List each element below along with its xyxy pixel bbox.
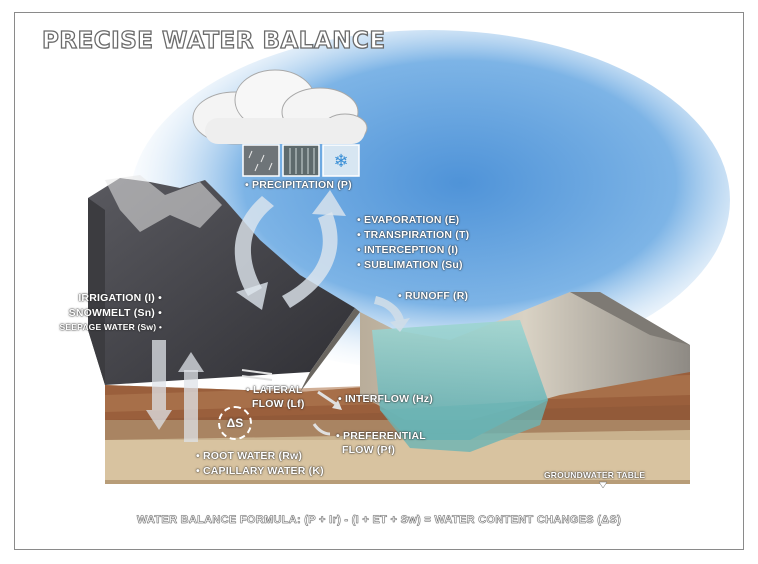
lateral-flow-arrow <box>241 369 273 381</box>
heavy-rain-icon <box>282 144 320 177</box>
river <box>372 320 548 452</box>
label-lateral-flow-line2: FLOW (Lf) <box>252 398 305 410</box>
label-groundwater-table: GROUNDWATER TABLE <box>544 470 646 480</box>
runoff-arrow <box>374 296 410 332</box>
delta-s-symbol: ΔS <box>218 406 252 440</box>
label-seepage-water: SEEPAGE WATER (Sw) • <box>59 322 162 332</box>
label-preferential-flow-line1: • PREFERENTIAL <box>336 430 426 442</box>
label-evaporation: • EVAPORATION (E) <box>357 214 460 226</box>
label-snowmelt: SNOWMELT (Sn) • <box>68 307 162 319</box>
label-transpiration: • TRANSPIRATION (T) <box>357 229 470 241</box>
evaporation-arrow <box>282 190 346 308</box>
cloud <box>192 69 368 145</box>
label-capillary-water: • CAPILLARY WATER (K) <box>196 465 324 477</box>
mountain <box>88 175 360 392</box>
label-irrigation: IRRIGATION (I) • <box>78 292 162 304</box>
diagram-title: PRECISE WATER BALANCE <box>41 27 386 54</box>
svg-text:❄: ❄ <box>333 151 348 172</box>
label-precipitation: • PRECIPITATION (P) <box>245 179 352 191</box>
rain-icon <box>242 144 280 177</box>
groundwater-marker <box>598 481 608 489</box>
infiltration-arrows <box>146 340 204 442</box>
label-sublimation: • SUBLIMATION (Su) <box>357 259 463 271</box>
label-interception: • INTERCEPTION (I) <box>357 244 459 256</box>
label-runoff: • RUNOFF (R) <box>398 290 469 302</box>
preferential-flow-arrow <box>312 423 331 436</box>
label-preferential-flow-line2: FLOW (Pf) <box>342 444 396 456</box>
interflow-arrow <box>317 390 342 410</box>
snowflake-icon: ❄ <box>322 144 360 177</box>
label-lateral-flow-line1: • LATERAL <box>246 384 303 396</box>
water-balance-formula: WATER BALANCE FORMULA: (P + Ir) - (I + E… <box>136 514 622 527</box>
label-root-water: • ROOT WATER (Rw) <box>196 450 303 462</box>
label-interflow: • INTERFLOW (Hz) <box>338 393 433 405</box>
precipitation-arrow <box>234 196 274 310</box>
